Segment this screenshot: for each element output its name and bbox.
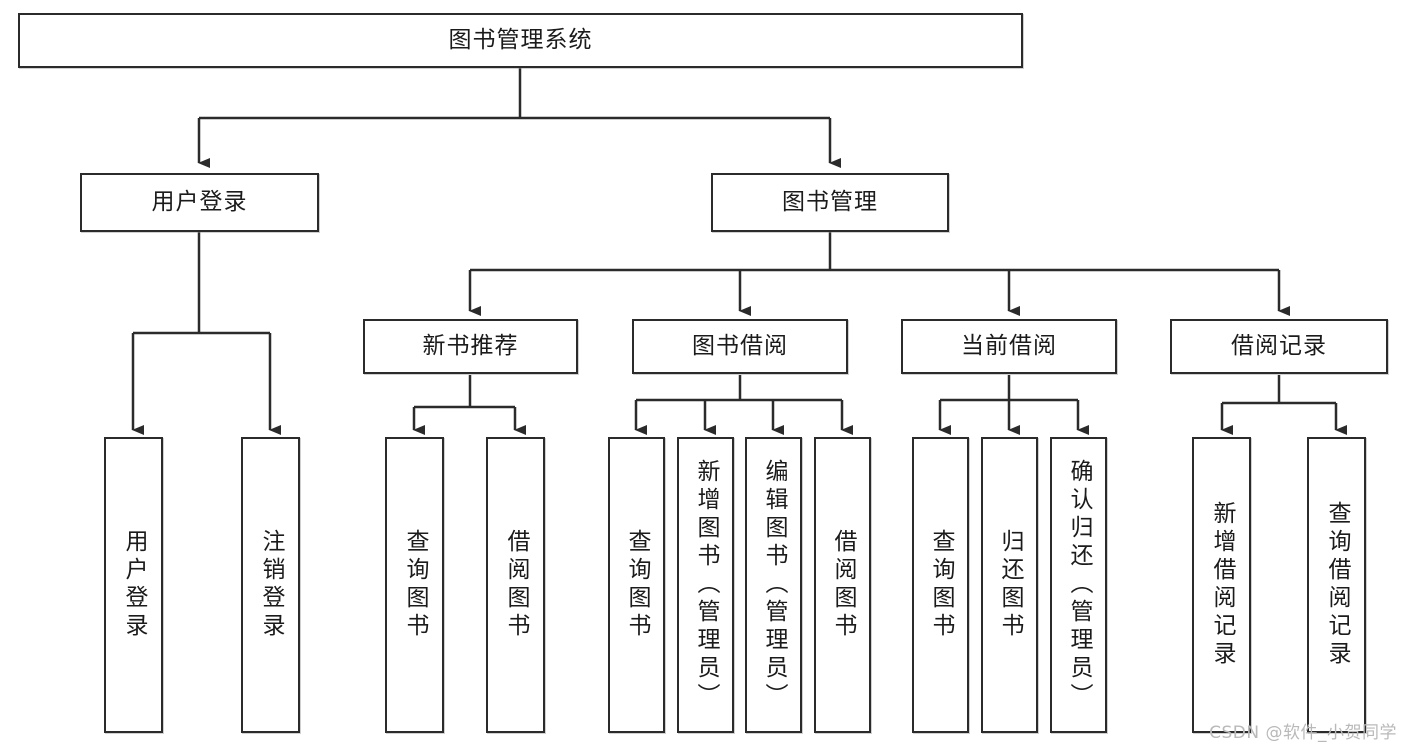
leaf-current-borrow-confirm-return[interactable]: 确认归还（管理员） (1050, 437, 1107, 733)
leaf-new-book-query[interactable]: 查询图书 (385, 437, 444, 733)
leaf-current-borrow-return-label: 归还图书 (997, 529, 1023, 641)
node-root-system-label: 图书管理系统 (448, 27, 593, 54)
leaf-user-login-signout[interactable]: 注销登录 (241, 437, 300, 733)
leaf-book-borrow-add-label: 新增图书（管理员） (693, 459, 719, 711)
node-new-book-recommend-label: 新书推荐 (422, 333, 519, 360)
leaf-borrow-record-add-label: 新增借阅记录 (1209, 501, 1235, 669)
node-borrow-record[interactable]: 借阅记录 (1170, 319, 1388, 374)
node-book-borrow-label: 图书借阅 (692, 333, 788, 360)
leaf-book-borrow-borrow[interactable]: 借阅图书 (814, 437, 871, 733)
leaf-new-book-borrow-label: 借阅图书 (503, 529, 529, 641)
leaf-borrow-record-query-label: 查询借阅记录 (1324, 501, 1350, 669)
leaf-book-borrow-add[interactable]: 新增图书（管理员） (677, 437, 734, 733)
leaf-current-borrow-return[interactable]: 归还图书 (981, 437, 1038, 733)
leaf-book-borrow-borrow-label: 借阅图书 (830, 529, 856, 641)
leaf-book-borrow-query-label: 查询图书 (624, 529, 650, 641)
node-borrow-record-label: 借阅记录 (1231, 333, 1327, 360)
leaf-current-borrow-confirm-return-label: 确认归还（管理员） (1066, 459, 1092, 711)
leaf-user-login-signout-label: 注销登录 (258, 529, 284, 641)
node-user-login[interactable]: 用户登录 (80, 173, 319, 232)
leaf-book-borrow-edit-label: 编辑图书（管理员） (761, 459, 787, 711)
node-new-book-recommend[interactable]: 新书推荐 (363, 319, 578, 374)
node-root-system[interactable]: 图书管理系统 (18, 13, 1023, 68)
leaf-user-login-signin[interactable]: 用户登录 (104, 437, 163, 733)
leaf-current-borrow-query-label: 查询图书 (928, 529, 954, 641)
leaf-book-borrow-query[interactable]: 查询图书 (608, 437, 665, 733)
node-book-management[interactable]: 图书管理 (711, 173, 949, 232)
leaf-new-book-borrow[interactable]: 借阅图书 (486, 437, 545, 733)
leaf-book-borrow-edit[interactable]: 编辑图书（管理员） (745, 437, 802, 733)
leaf-borrow-record-query[interactable]: 查询借阅记录 (1307, 437, 1366, 733)
leaf-user-login-signin-label: 用户登录 (121, 529, 147, 641)
leaf-current-borrow-query[interactable]: 查询图书 (912, 437, 969, 733)
node-book-borrow[interactable]: 图书借阅 (632, 319, 848, 374)
leaf-new-book-query-label: 查询图书 (402, 529, 428, 641)
node-book-management-label: 图书管理 (782, 189, 878, 216)
node-current-borrow[interactable]: 当前借阅 (901, 319, 1117, 374)
leaf-borrow-record-add[interactable]: 新增借阅记录 (1192, 437, 1251, 733)
node-user-login-label: 用户登录 (151, 189, 248, 216)
node-current-borrow-label: 当前借阅 (961, 333, 1057, 360)
